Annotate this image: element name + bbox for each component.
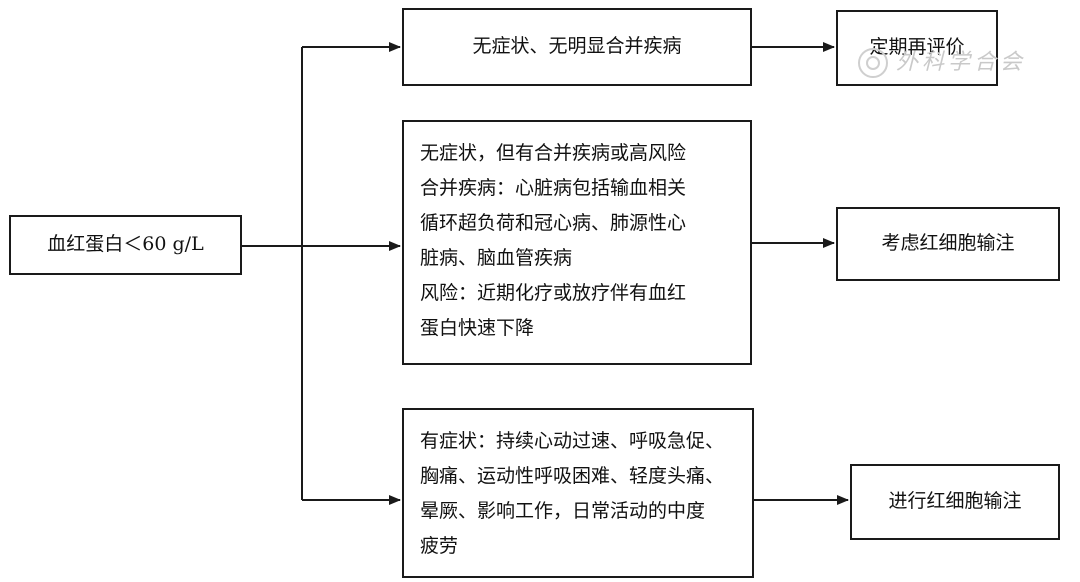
condition-node-3-line: 有症状：持续心动过速、呼吸急促、 bbox=[420, 430, 725, 452]
outcome-node-1-label: 定期再评价 bbox=[869, 36, 965, 59]
outcome-node-2-label: 考虑红细胞输注 bbox=[881, 232, 1015, 255]
condition-node-3-line: 胸痛、运动性呼吸困难、轻度头痛、 bbox=[420, 465, 725, 487]
condition-node-3: 有症状：持续心动过速、呼吸急促、 胸痛、运动性呼吸困难、轻度头痛、 晕厥、影响工… bbox=[402, 408, 754, 578]
condition-node-3-line: 疲劳 bbox=[420, 535, 459, 557]
outcome-node-3: 进行红细胞输注 bbox=[850, 464, 1060, 540]
condition-node-2-line: 无症状，但有合并疾病或高风险 bbox=[420, 142, 687, 164]
watermark-seal-icon bbox=[858, 48, 888, 78]
condition-node-2-line: 合并疾病：心脏病包括输血相关 bbox=[420, 177, 687, 199]
condition-node-2-line: 蛋白快速下降 bbox=[420, 317, 535, 339]
condition-node-1-label: 无症状、无明显合并疾病 bbox=[472, 35, 682, 58]
watermark-text: 外科学合会 bbox=[896, 50, 1027, 75]
condition-node-2-line: 风险：近期化疗或放疗伴有血红 bbox=[420, 282, 687, 304]
start-node-label: 血红蛋白＜60 g/L bbox=[47, 233, 204, 256]
condition-node-2: 无症状，但有合并疾病或高风险 合并疾病：心脏病包括输血相关 循环超负荷和冠心病、… bbox=[402, 120, 752, 365]
start-node: 血红蛋白＜60 g/L bbox=[9, 215, 242, 275]
condition-node-2-line: 脏病、脑血管疾病 bbox=[420, 247, 573, 269]
outcome-node-3-label: 进行红细胞输注 bbox=[888, 490, 1022, 513]
condition-node-2-line: 循环超负荷和冠心病、肺源性心 bbox=[420, 212, 687, 234]
condition-node-3-line: 晕厥、影响工作，日常活动的中度 bbox=[420, 500, 706, 522]
watermark: 外科学合会 bbox=[858, 44, 1026, 78]
outcome-node-2: 考虑红细胞输注 bbox=[836, 207, 1060, 281]
condition-node-1: 无症状、无明显合并疾病 bbox=[402, 8, 752, 86]
